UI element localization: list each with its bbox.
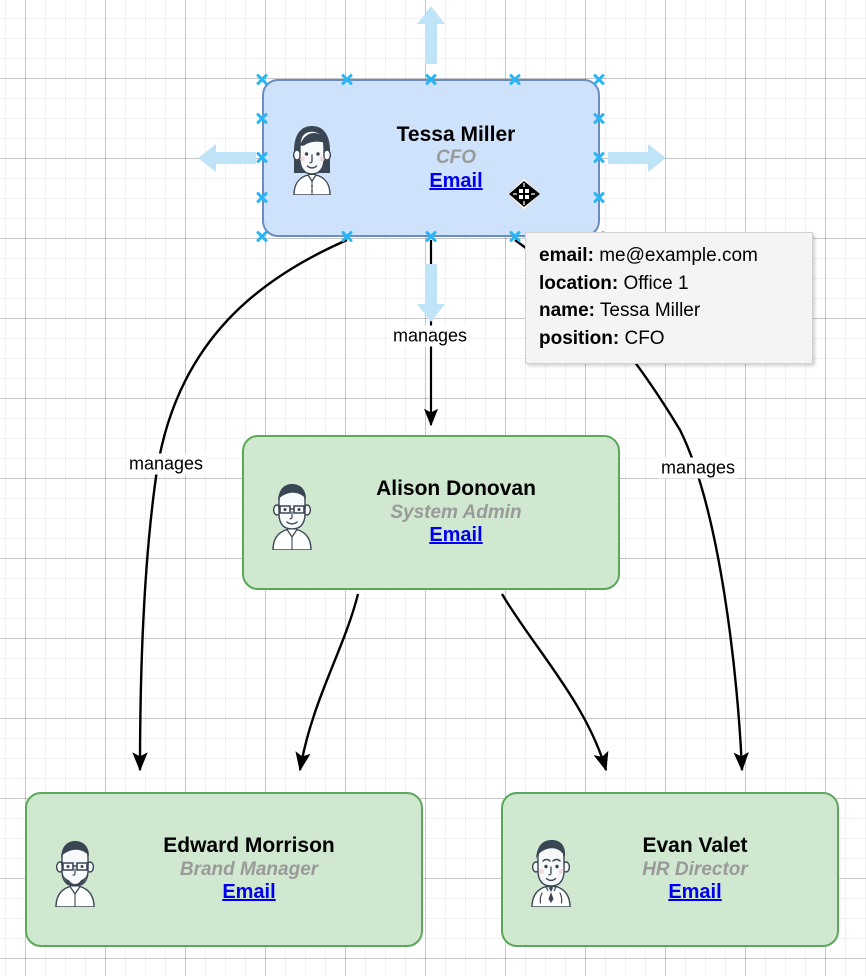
edge-label-tessa-edward[interactable]: manages <box>125 453 207 475</box>
connection-point-x-icon[interactable] <box>423 71 439 87</box>
connection-point-x-icon[interactable] <box>254 228 270 244</box>
connection-point-x-icon[interactable] <box>591 71 607 87</box>
edge-label-tessa-evan[interactable]: manages <box>657 457 739 479</box>
tooltip-row: position: CFO <box>539 325 799 353</box>
clone-arrow-down-icon[interactable] <box>416 262 446 324</box>
node-tooltip: email: me@example.com location: Office 1… <box>525 232 813 365</box>
clone-arrow-up-icon[interactable] <box>416 4 446 66</box>
clone-arrow-left-icon[interactable] <box>196 143 258 173</box>
tooltip-key-email: email: <box>539 245 594 266</box>
node-card-alison-donovan[interactable]: Alison Donovan System Admin Email <box>242 435 620 590</box>
node-role-tessa: CFO <box>435 147 477 169</box>
connection-point-x-icon[interactable] <box>423 228 439 244</box>
node-card-evan-valet[interactable]: Evan Valet HR Director Email <box>501 792 839 947</box>
connection-point-x-icon[interactable] <box>591 149 607 165</box>
tooltip-key-position: position: <box>539 327 620 349</box>
node-name-tessa: Tessa Miller <box>396 122 516 146</box>
man-suit-tie-avatar <box>531 839 571 907</box>
man-glasses-short-hair-avatar <box>272 483 312 550</box>
connection-point-x-icon[interactable] <box>339 71 355 87</box>
connection-point-x-icon[interactable] <box>507 71 523 87</box>
connection-point-x-icon[interactable] <box>591 110 607 126</box>
node-text-tessa: Tessa Miller CFO Email <box>340 123 598 194</box>
connection-point-x-icon[interactable] <box>507 228 523 244</box>
connection-point-x-icon[interactable] <box>254 71 270 87</box>
tooltip-row: email: me@example.com <box>539 242 799 270</box>
connection-point-x-icon[interactable] <box>254 110 270 126</box>
tooltip-value-name: Tessa Miller <box>599 300 701 322</box>
node-role-evan: HR Director <box>642 858 748 880</box>
node-role-edward: Brand Manager <box>179 858 319 880</box>
tooltip-key-name: name: <box>539 300 595 322</box>
node-card-tessa-miller[interactable]: Tessa Miller CFO Email <box>262 79 600 237</box>
node-name-edward: Edward Morrison <box>163 834 335 858</box>
node-role-alison: System Admin <box>390 501 522 523</box>
man-beard-glasses-avatar <box>55 840 95 907</box>
node-text-edward: Edward Morrison Brand Manager Email <box>103 834 421 905</box>
tooltip-row: location: Office 1 <box>539 270 799 298</box>
node-email-link-evan[interactable]: Email <box>668 881 722 904</box>
connection-point-x-icon[interactable] <box>591 189 607 205</box>
woman-dark-hair-avatar <box>292 126 332 195</box>
tooltip-key-location: location: <box>539 272 619 294</box>
node-email-link-edward[interactable]: Email <box>222 881 276 904</box>
tooltip-value-email: me@example.com <box>599 245 758 266</box>
node-name-evan: Evan Valet <box>642 834 748 858</box>
node-name-alison: Alison Donovan <box>376 477 536 501</box>
node-card-edward-morrison[interactable]: Edward Morrison Brand Manager Email <box>25 792 423 947</box>
node-email-link-alison[interactable]: Email <box>429 524 483 547</box>
connection-point-x-icon[interactable] <box>339 228 355 244</box>
edge-label-tessa-alison[interactable]: manages <box>389 325 471 347</box>
tooltip-value-position: CFO <box>624 327 665 349</box>
node-text-evan: Evan Valet HR Director Email <box>579 834 837 905</box>
clone-arrow-right-icon[interactable] <box>606 143 668 173</box>
connection-point-x-icon[interactable] <box>254 189 270 205</box>
node-text-alison: Alison Donovan System Admin Email <box>320 477 618 548</box>
connection-point-x-icon[interactable] <box>254 149 270 165</box>
tooltip-value-location: Office 1 <box>623 272 689 294</box>
edge-alison-edward[interactable] <box>295 593 360 772</box>
node-email-link-tessa[interactable]: Email <box>429 169 483 192</box>
tooltip-row: name: Tessa Miller <box>539 297 799 325</box>
edge-alison-evan[interactable] <box>500 593 609 772</box>
